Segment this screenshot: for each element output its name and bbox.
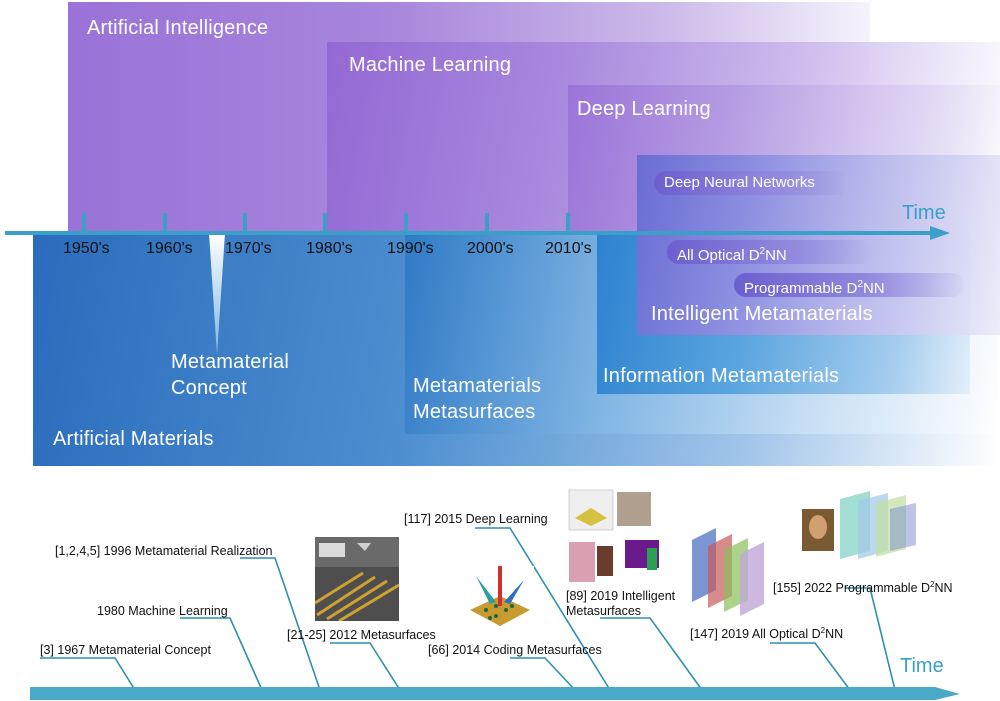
label-metamaterial-concept: Metamaterial Concept <box>171 351 289 399</box>
milestone-1996: [1,2,4,5] 1996 Metamaterial Realization <box>55 544 273 558</box>
milestone-2014: [66] 2014 Coding Metasurfaces <box>428 643 602 657</box>
milestone-2015: [117] 2015 Deep Learning <box>404 512 548 526</box>
decade-label-2010s: 2010's <box>545 240 592 257</box>
metasurface-illustration <box>315 537 399 621</box>
milestone-2022: [155] 2022 Programmable D2NN <box>773 580 953 596</box>
intelligent-metasurface-illustration <box>567 488 667 588</box>
milestone-2019-intelligent: [89] 2019 Intelligent Metasurfaces <box>566 589 676 618</box>
label-deep-learning: Deep Learning <box>577 98 711 120</box>
decade-label-1970s: 1970's <box>225 240 272 257</box>
time-axis <box>5 213 950 240</box>
milestone-1980: 1980 Machine Learning <box>97 604 228 618</box>
pill-all-optical-d2nn: All Optical D2NN <box>667 240 873 264</box>
all-optical-d2nn-illustration <box>686 520 768 620</box>
decade-label-1960s: 1960's <box>146 240 193 257</box>
programmable-d2nn-illustration <box>790 487 920 567</box>
label-machine-learning: Machine Learning <box>349 54 512 76</box>
label-metamaterials-metasurfaces: Metamaterials Metasurfaces <box>413 373 541 425</box>
pill-deep-neural-networks: Deep Neural Networks <box>654 171 850 195</box>
milestone-2012: [21-25] 2012 Metasurfaces <box>287 628 436 642</box>
decade-label-1950s: 1950's <box>63 240 110 257</box>
label-metasurfaces: Metasurfaces <box>413 401 536 423</box>
label-artificial-materials: Artificial Materials <box>53 428 214 450</box>
decade-label-2000s: 2000's <box>467 240 514 257</box>
label-artificial-intelligence: Artificial Intelligence <box>87 17 269 39</box>
milestone-time-label: Time <box>900 655 944 677</box>
label-metamaterials: Metamaterials <box>413 375 542 397</box>
label-intelligent-metamaterials: Intelligent Metamaterials <box>651 303 873 325</box>
milestone-connectors <box>30 527 960 700</box>
concept-spike-marker <box>209 233 225 355</box>
coding-metasurface-illustration <box>466 566 534 634</box>
decade-label-1990s: 1990's <box>387 240 434 257</box>
milestone-1967: [3] 1967 Metamaterial Concept <box>40 643 211 657</box>
decade-label-1980s: 1980's <box>306 240 353 257</box>
time-axis-label: Time <box>902 202 946 224</box>
label-information-metamaterials: Information Metamaterials <box>603 365 840 387</box>
pill-programmable-d2nn: Programmable D2NN <box>734 273 964 297</box>
milestone-2019-optical: [147] 2019 All Optical D2NN <box>690 626 844 642</box>
